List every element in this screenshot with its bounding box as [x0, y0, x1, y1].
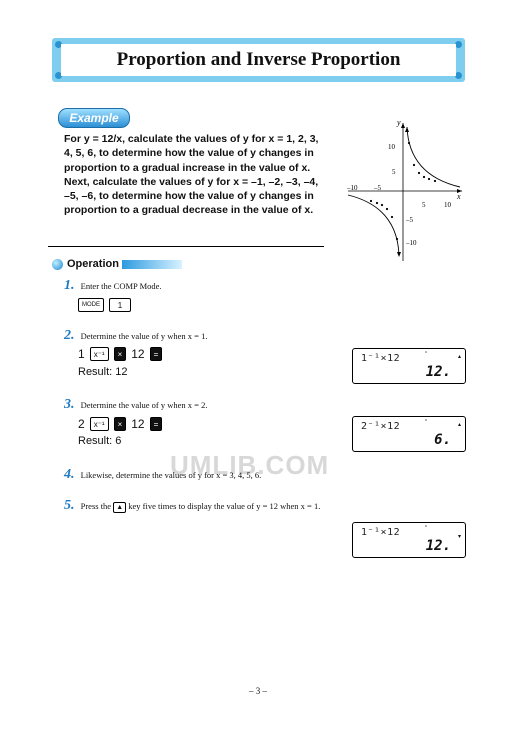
display-expression: 2⁻¹×12 — [361, 421, 401, 432]
step-text: Press the — [80, 501, 112, 511]
inverse-key: x⁻¹ — [89, 347, 109, 361]
step-number: 4. — [64, 467, 75, 482]
display-indicator: ▾ — [457, 534, 461, 540]
step-text: Determine the value of y when x = 1. — [80, 331, 208, 341]
operation-header: Operation — [52, 258, 182, 270]
display-indicator: ▫ — [425, 524, 428, 530]
page-number: – 3 – — [249, 686, 267, 696]
display-result: 12. — [425, 364, 451, 380]
step-number: 5. — [64, 498, 75, 513]
graph-y-label: y — [396, 118, 401, 127]
step-text: Determine the value of y when x = 2. — [80, 400, 208, 410]
graph-y-tick: 5 — [392, 168, 396, 176]
watermark: UMLIB.COM — [170, 450, 330, 480]
display-indicator: ▴ — [457, 422, 461, 428]
bullet-icon — [52, 258, 63, 270]
problem-paragraph: For y = 12/x, calculate the values of y … — [64, 133, 319, 174]
step-text: key five times to display the value of y… — [128, 501, 321, 511]
header-bar — [121, 259, 182, 269]
step-1: 1. Enter the COMP Mode. — [64, 278, 162, 294]
step-3-keys: 2 x⁻¹ × 12 = — [78, 417, 163, 431]
calculator-display: ▫ ▾ 1⁻¹×12 12. — [352, 522, 466, 558]
step-number: 1. — [64, 278, 75, 293]
corner-dot — [455, 41, 462, 48]
graph-x-label: x — [456, 192, 461, 201]
inverse-key: x⁻¹ — [89, 417, 109, 431]
entry-value: 12 — [131, 417, 145, 431]
corner-dot — [55, 41, 62, 48]
step-2: 2. Determine the value of y when x = 1. — [64, 328, 207, 344]
result-text: Result: 6 — [78, 435, 122, 447]
times-key: × — [113, 417, 127, 431]
calculator-display: ▫ ▴ 2⁻¹×12 6. — [352, 416, 466, 452]
graph-y-tick: –10 — [405, 239, 417, 247]
page-title: Proportion and Inverse Proportion — [116, 49, 401, 70]
title-banner: Proportion and Inverse Proportion — [52, 38, 465, 82]
display-indicator: ▫ — [425, 418, 428, 424]
display-result: 12. — [425, 538, 451, 554]
step-5: 5. Press the ▲ key five times to display… — [64, 498, 320, 514]
problem-statement: For y = 12/x, calculate the values of y … — [64, 132, 326, 218]
step-3: 3. Determine the value of y when x = 2. — [64, 397, 207, 413]
graph-y-tick: 10 — [388, 143, 396, 151]
step-text: Likewise, determine the values of y for … — [80, 470, 262, 480]
step-text: Enter the COMP Mode. — [80, 281, 162, 291]
entry-value: 12 — [131, 347, 145, 361]
corner-dot — [55, 72, 62, 79]
graph-x-tick: 10 — [444, 201, 452, 209]
times-key: × — [113, 347, 127, 361]
graph-x-tick: –10 — [346, 184, 358, 192]
corner-dot — [455, 72, 462, 79]
step-4: 4. Likewise, determine the values of y f… — [64, 467, 261, 483]
problem-paragraph: Next, calculate the values of y for x = … — [64, 175, 319, 217]
step-2-keys: 1 x⁻¹ × 12 = — [78, 347, 163, 361]
equals-key: = — [149, 417, 163, 431]
display-expression: 1⁻¹×12 — [361, 527, 401, 538]
one-key: 1 — [109, 298, 131, 312]
step-number: 2. — [64, 328, 75, 343]
graph-y-tick: –5 — [405, 216, 414, 224]
result-text: Result: 12 — [78, 366, 128, 378]
step-number: 3. — [64, 397, 75, 412]
section-divider — [48, 246, 324, 247]
entry-prefix: 2 — [78, 417, 85, 431]
equals-key: = — [149, 347, 163, 361]
display-indicator: ▫ — [425, 350, 428, 356]
graph-x-tick: 5 — [422, 201, 426, 209]
display-result: 6. — [434, 432, 451, 448]
mode-key: MODE — [78, 298, 104, 312]
step-1-keys: MODE 1 — [78, 298, 131, 312]
example-badge: Example — [58, 108, 130, 128]
operation-label: Operation — [67, 258, 119, 270]
graph-x-tick: –5 — [373, 184, 382, 192]
calculator-display: ▫ ▴ 1⁻¹×12 12. — [352, 348, 466, 384]
display-expression: 1⁻¹×12 — [361, 353, 401, 364]
hyperbola-graph: y x –10 –5 5 10 10 5 –5 –10 — [346, 118, 462, 261]
display-indicator: ▴ — [457, 354, 461, 360]
entry-prefix: 1 — [78, 347, 85, 361]
up-arrow-key: ▲ — [113, 502, 127, 513]
